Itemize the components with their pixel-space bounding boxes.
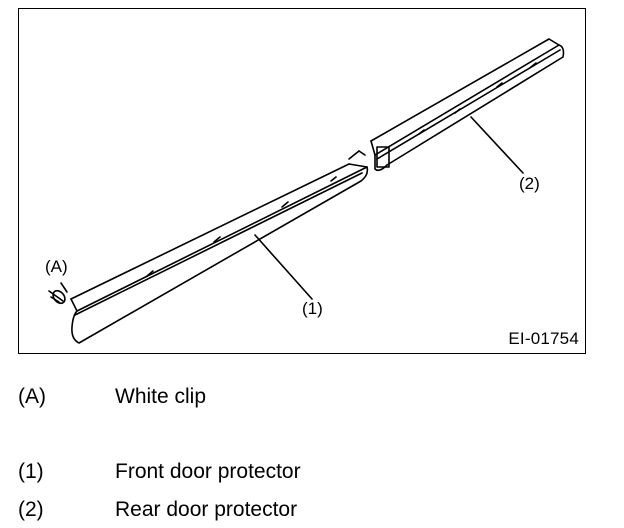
legend-code: (A) — [18, 385, 46, 408]
clip-callout-label: (A) — [45, 257, 68, 276]
protector-break-mark — [348, 150, 366, 160]
legend-row-front-protector: (1) Front door protector — [18, 460, 301, 484]
legend-code: (1) — [18, 460, 44, 483]
legend-description: Front door protector — [115, 460, 301, 483]
front-protector-leader-line — [254, 234, 313, 300]
white-clip-part — [48, 289, 66, 305]
legend-code: (2) — [18, 498, 44, 521]
clip-leader-line — [60, 282, 68, 293]
legend-row-clip: (A) White clip — [18, 385, 206, 409]
legend-row-rear-protector: (2) Rear door protector — [18, 498, 297, 522]
rear-protector-leader-line — [470, 116, 524, 174]
figure-id-label: EI-01754 — [508, 329, 579, 348]
front-door-protector-part — [70, 163, 369, 344]
door-protector-illustration: (A) (1) (2) — [45, 38, 565, 344]
rear-door-protector-part — [370, 38, 565, 172]
front-protector-callout-label: (1) — [302, 299, 323, 318]
legend-description: Rear door protector — [115, 498, 298, 521]
legend-description: White clip — [115, 385, 207, 408]
rear-protector-callout-label: (2) — [519, 174, 540, 193]
figure-frame: (A) (1) (2) EI-01754 — [18, 8, 586, 354]
